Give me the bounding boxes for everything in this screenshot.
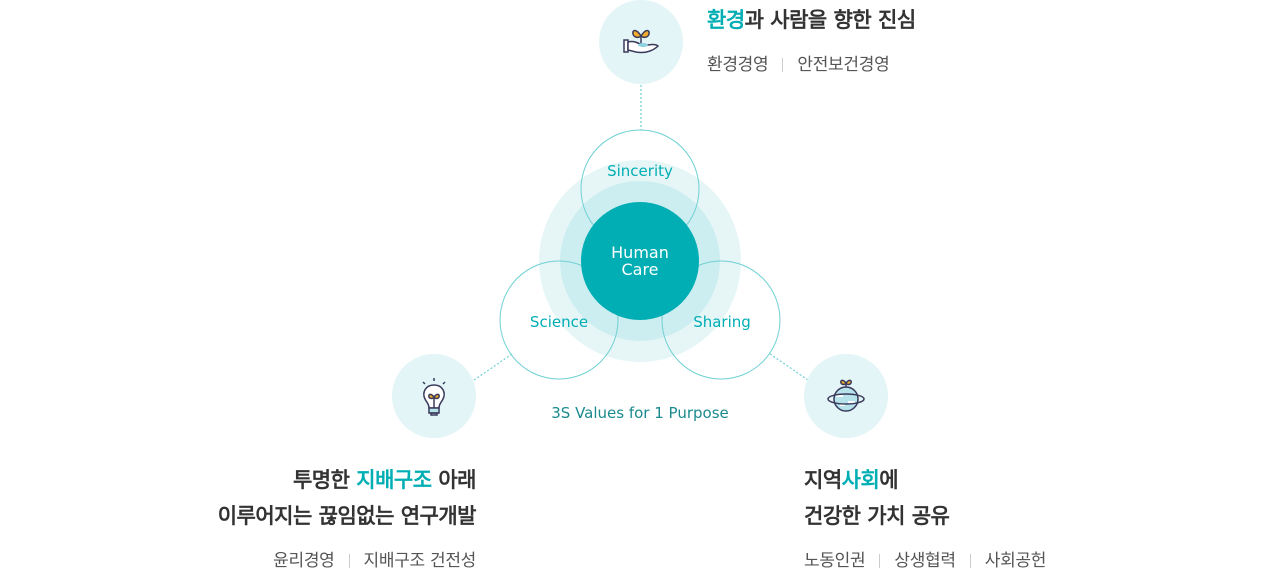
- right-block: 지역사회에 건강한 가치 공유 노동인권 상생협력 사회공헌: [804, 462, 1046, 571]
- right-subs: 노동인권 상생협력 사회공헌: [804, 546, 1046, 571]
- left-title-pre: 투명한: [292, 468, 357, 492]
- right-title-pre: 지역: [804, 468, 842, 492]
- divider: [782, 58, 784, 72]
- sharing-circle: [661, 260, 781, 380]
- lightbulb-sprout-icon: [422, 378, 446, 416]
- value-science: Science: [530, 313, 588, 331]
- left-sub-item: 지배구조 건전성: [363, 551, 477, 571]
- value-sincerity: Sincerity: [607, 162, 673, 180]
- right-title-accent: 사회: [841, 468, 880, 492]
- right-sub-item: 노동인권: [804, 551, 866, 571]
- divider: [348, 554, 350, 568]
- hand-sprout-icon: [623, 29, 660, 54]
- right-title-line2: 건강한 가치 공유: [804, 504, 950, 528]
- divider: [969, 554, 971, 568]
- left-title-post: 아래: [431, 468, 476, 492]
- divider: [879, 554, 881, 568]
- planet-sprout-icon: [827, 379, 865, 412]
- left-subs: 윤리경영 지배구조 건전성: [218, 546, 476, 571]
- top-subs: 환경경영 안전보건경영: [707, 50, 916, 75]
- right-sub-item: 상생협력: [894, 551, 956, 571]
- left-title-accent: 지배구조: [356, 468, 432, 492]
- diagram-caption: 3S Values for 1 Purpose: [551, 404, 729, 422]
- left-sub-item: 윤리경영: [273, 551, 335, 571]
- left-title-line2: 이루어지는 끊임없는 연구개발: [217, 504, 477, 528]
- core-circle: [581, 202, 699, 320]
- core-label-2: Care: [621, 260, 658, 279]
- left-block: 투명한 지배구조 아래 이루어지는 끊임없는 연구개발 윤리경영 지배구조 건전성: [217, 462, 477, 571]
- science-circle: [499, 260, 619, 380]
- left-title-line1: 투명한 지배구조 아래: [218, 462, 477, 498]
- top-sub-item: 안전보건경영: [797, 55, 890, 75]
- right-sub-item: 사회공헌: [984, 551, 1047, 571]
- top-title-rest: 과 사람을 향한 진심: [744, 8, 917, 32]
- top-title-accent: 환경: [707, 8, 745, 32]
- core-label-1: Human: [611, 243, 669, 262]
- top-title: 환경과 사람을 향한 진심: [707, 2, 916, 38]
- top-block: 환경과 사람을 향한 진심 환경경영 안전보건경영: [707, 2, 916, 75]
- top-sub-item: 환경경영: [707, 55, 769, 75]
- connector-right: [769, 353, 809, 381]
- value-sharing: Sharing: [693, 313, 751, 331]
- right-title-post: 에: [879, 468, 899, 492]
- connector-left: [473, 353, 513, 381]
- right-title-line1: 지역사회에: [804, 462, 1046, 498]
